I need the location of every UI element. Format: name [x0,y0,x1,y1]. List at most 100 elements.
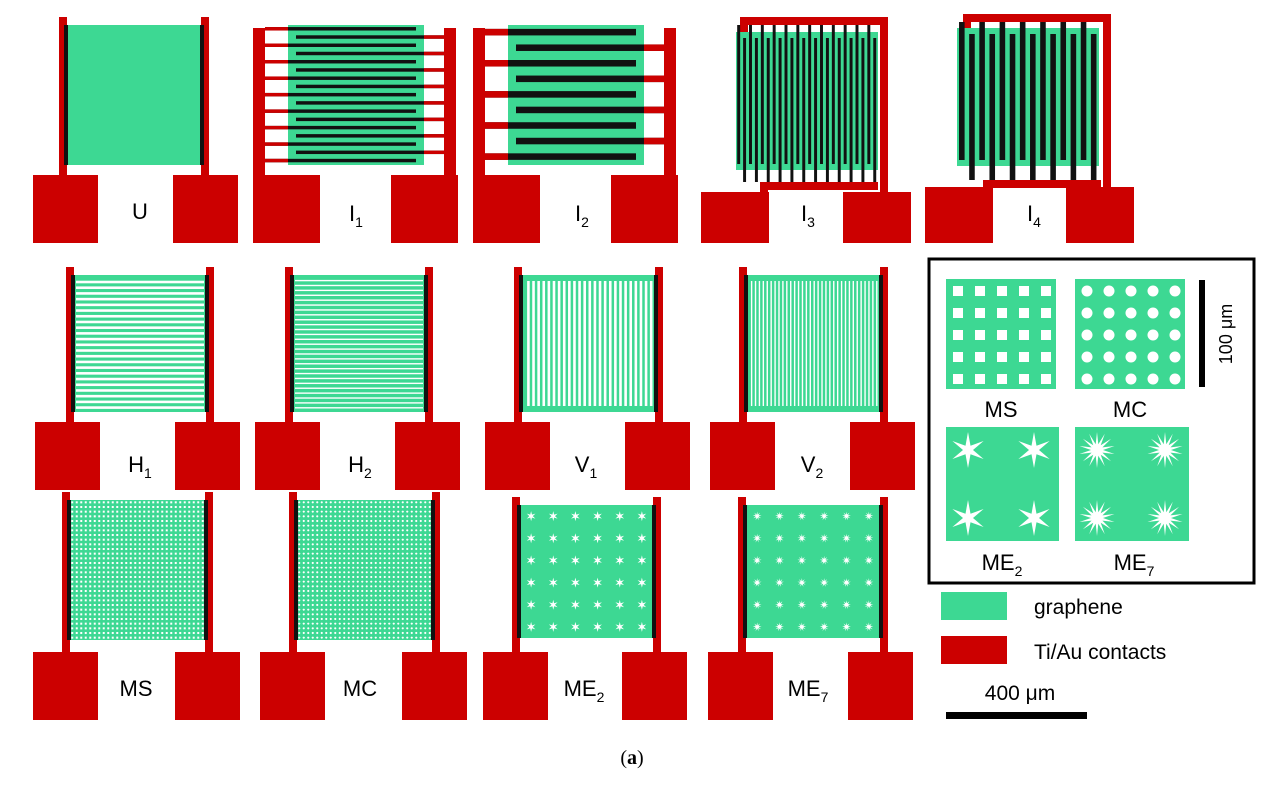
mesh-hole [80,585,83,588]
mesh-hole [298,552,301,555]
mesh-hole [93,571,96,574]
mesh-hole [320,603,323,607]
mesh-hole [161,603,164,607]
mesh-hole [388,575,391,579]
inset-circle-hole [1125,329,1137,341]
mesh-hole [129,505,132,509]
mesh-hole [311,533,314,537]
mesh-hole [329,501,332,504]
mesh-hole [165,599,168,602]
mesh-hole [410,552,413,555]
mesh-star [593,621,602,632]
mesh-hole [84,594,87,597]
mesh-hole [84,543,87,546]
mesh-star [752,533,762,543]
mesh-hole [379,561,382,565]
mesh-hole [156,613,159,616]
mesh-hole [410,533,413,537]
mesh-hole [356,519,359,523]
mesh-hole [370,627,373,630]
mesh-hole [307,608,310,611]
mesh-hole [174,617,177,621]
mesh-hole [361,613,364,616]
mesh-hole [111,501,114,504]
etched-stripe [868,281,870,406]
mesh-hole [134,585,137,588]
mesh-hole [356,529,359,532]
mesh-hole [174,585,177,588]
etched-stripe [639,281,643,406]
device-I4 [925,14,1134,243]
mesh-hole [428,510,431,513]
mesh-hole [388,529,391,532]
mesh-hole [334,580,337,583]
mesh-star [864,578,874,587]
contact-pad-right [622,652,687,720]
mesh-hole [75,636,78,639]
electrode-finger [265,158,416,163]
mesh-hole [352,529,355,532]
mesh-hole [98,519,101,523]
mesh-hole [125,566,128,569]
mesh-hole [428,589,431,593]
mesh-hole [143,589,146,593]
mesh-star [593,555,602,566]
mesh-hole [138,538,141,541]
contact-pad-right [843,192,911,243]
mesh-hole [197,571,200,574]
mesh-hole [156,571,159,574]
mesh-hole [302,636,305,639]
mesh-hole [111,519,114,523]
mesh-hole [383,571,386,574]
mesh-hole [374,622,377,625]
mesh-hole [89,543,92,546]
electrode-finger [1060,22,1067,160]
mesh-hole [197,617,200,621]
mesh-hole [379,617,382,621]
etched-stripe [542,281,546,406]
mesh-hole [80,608,83,611]
mesh-hole [89,585,92,588]
mesh-hole [147,501,150,504]
contact-lead-left [512,497,520,652]
mesh-hole [129,575,132,579]
mesh-hole [361,585,364,588]
mesh-hole [138,608,141,611]
mesh-hole [116,510,119,513]
etched-stripe [295,397,423,399]
mesh-hole [111,603,114,607]
mesh-hole [325,538,328,541]
mesh-hole [102,585,105,588]
mesh-hole [111,538,114,541]
mesh-hole [75,617,78,621]
mesh-hole [84,524,87,527]
mesh-hole [401,538,404,541]
mesh-hole [316,608,319,611]
mesh-hole [320,594,323,597]
mesh-hole [75,515,78,518]
mesh-hole [197,515,200,518]
mesh-hole [201,501,204,504]
mesh-hole [89,557,92,560]
mesh-hole [188,566,191,569]
mesh-hole [320,552,323,555]
mesh-hole [98,580,101,583]
mesh-hole [75,501,78,504]
mesh-hole [71,571,74,574]
legend-swatch-contacts [941,636,1007,664]
mesh-hole [370,557,373,560]
mesh-hole [179,627,182,630]
mesh-hole [370,547,373,551]
mesh-hole [392,515,395,518]
mesh-hole [179,603,182,607]
mesh-hole [111,552,114,555]
mesh-hole [370,594,373,597]
mesh-hole [343,501,346,504]
mesh-hole [415,538,418,541]
mesh-hole [192,585,195,588]
mesh-hole [329,599,332,602]
mesh-hole [329,529,332,532]
mesh-hole [388,557,391,560]
mesh-hole [102,571,105,574]
mesh-hole [388,515,391,518]
